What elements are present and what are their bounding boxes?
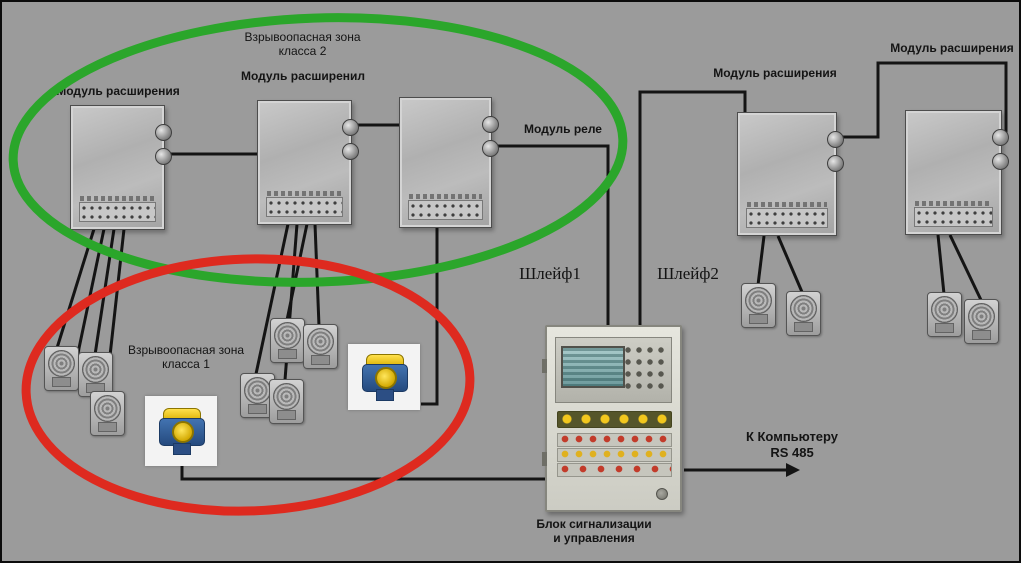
terminal-strip <box>746 208 828 228</box>
gas-sensor <box>269 379 304 424</box>
wire-loop2 <box>638 90 747 327</box>
cable-gland-icon <box>155 124 172 141</box>
flame-detector-photo <box>145 396 217 466</box>
cable-gland-icon <box>482 140 499 157</box>
wire-module1-sensor-a <box>55 228 96 349</box>
gas-sensor <box>927 292 962 337</box>
wire-detector2-panel <box>180 458 546 481</box>
wire-module1-sensor-b <box>76 228 106 354</box>
module-marking <box>915 201 992 206</box>
cable-gland-icon <box>827 131 844 148</box>
detector-base-icon <box>173 443 191 455</box>
panel-button-row <box>557 463 672 477</box>
cable-gland-icon <box>342 119 359 136</box>
wire-module3-detector1 <box>421 228 439 406</box>
gas-sensor <box>303 324 338 369</box>
keypad-icon <box>623 345 667 393</box>
wire-module4-sensor-a <box>756 235 766 286</box>
module1-label: Модуль расширения <box>56 84 180 98</box>
module-marking <box>267 191 342 196</box>
gas-sensor <box>786 291 821 336</box>
wire-module4-sensor-b <box>776 235 804 293</box>
wire-module5-sensor-b <box>948 234 983 301</box>
terminal-strip <box>914 207 993 227</box>
zone1-label: Взрывоопасная зона класса 1 <box>127 343 245 372</box>
cable-gland-icon <box>827 155 844 172</box>
gas-sensor <box>964 299 999 344</box>
relay-module-label: Модуль реле <box>524 122 602 136</box>
module-marking <box>409 194 482 199</box>
relay-module <box>399 97 499 228</box>
gas-sensor <box>90 391 125 436</box>
gas-sensor <box>270 318 305 363</box>
cable-gland-icon <box>482 116 499 133</box>
terminal-strip <box>266 197 343 217</box>
expansion-module-4 <box>737 112 844 236</box>
indicator-lamp-row <box>557 411 672 428</box>
terminal-strip <box>79 202 156 222</box>
lcd-screen-icon <box>561 346 625 388</box>
cable-gland-icon <box>992 153 1009 170</box>
expansion-module-2 <box>257 100 359 225</box>
module2-label: Модуль расширенил <box>240 69 366 83</box>
expansion-module-5 <box>905 110 1009 235</box>
panel-button-row <box>557 448 672 462</box>
wire-module1-sensor-c <box>93 228 116 356</box>
wire-loop1 <box>498 144 610 327</box>
wire-module5-sensor-a <box>936 234 946 295</box>
door-lock-icon <box>656 488 668 500</box>
module-marking <box>80 196 155 201</box>
control-unit <box>542 325 682 512</box>
flame-detector <box>158 408 205 455</box>
terminal-strip <box>408 200 483 220</box>
rs485-arrowhead-icon <box>786 463 800 477</box>
gas-sensor <box>44 346 79 391</box>
module4-label: Модуль расширения <box>713 66 837 80</box>
computer-label: К Компьютеру RS 485 <box>745 429 839 460</box>
detector-base-icon <box>376 389 394 401</box>
cable-gland-icon <box>992 129 1009 146</box>
cable-gland-icon <box>342 143 359 160</box>
flame-detector-photo <box>348 344 420 410</box>
wire-module2-sensor-d <box>313 223 321 327</box>
wire-module2-sensor-c <box>285 223 309 321</box>
module-marking <box>747 202 827 207</box>
panel-button-row <box>557 433 672 447</box>
module5-label: Модуль расширения <box>890 41 1014 55</box>
gas-sensor <box>741 283 776 328</box>
detector-lens-icon <box>375 367 397 389</box>
flame-detector <box>361 354 408 401</box>
detector-lens-icon <box>172 421 194 443</box>
loop2-label: Шлейф2 <box>657 264 719 283</box>
loop1-label: Шлейф1 <box>519 264 581 283</box>
control-unit-label: Блок сигнализации и управления <box>536 517 652 546</box>
panel-display-section <box>555 337 672 403</box>
expansion-module-1 <box>70 105 172 230</box>
cable-gland-icon <box>155 148 172 165</box>
zone2-label: Взрывоопасная зона класса 2 <box>244 30 361 59</box>
